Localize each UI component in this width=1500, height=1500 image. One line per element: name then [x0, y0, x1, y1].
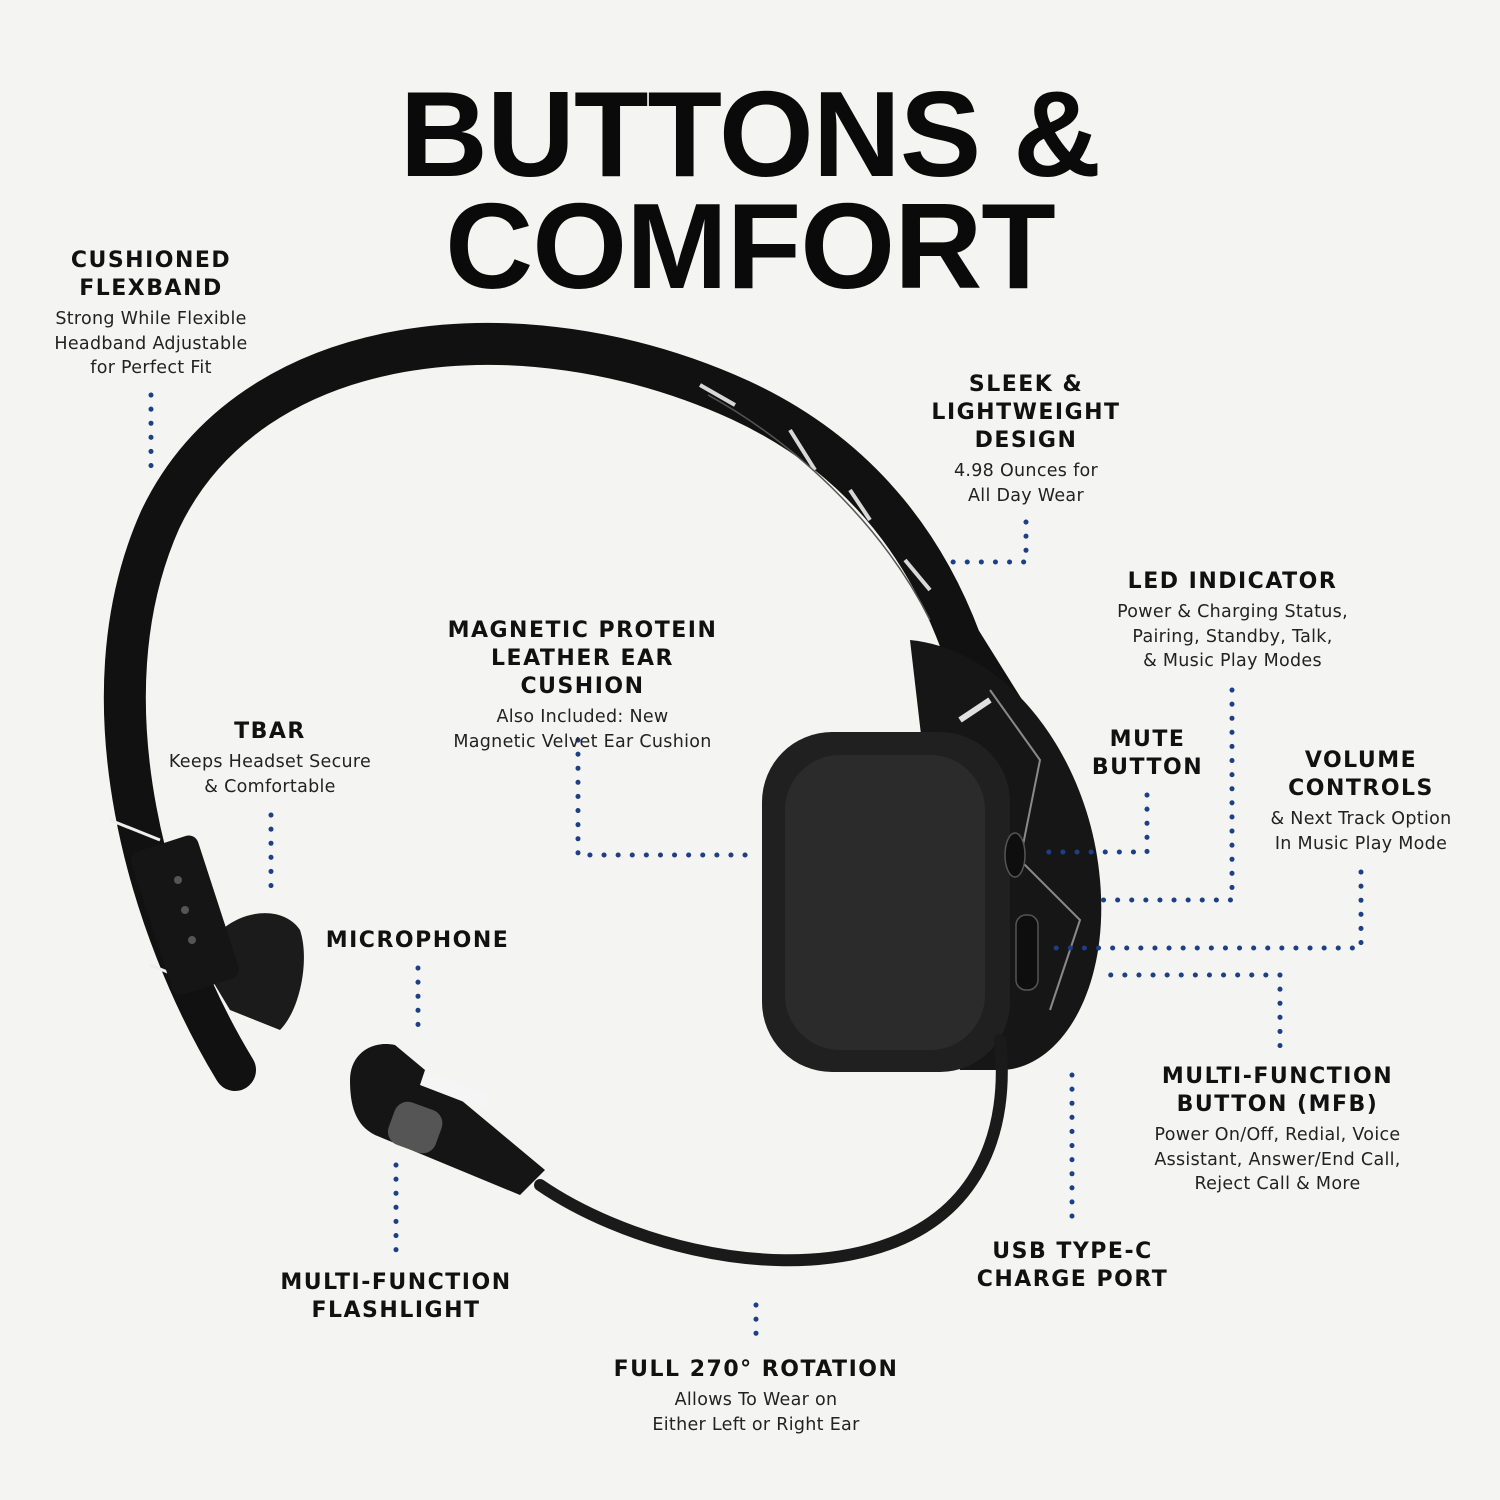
- feature-description: All Day Wear: [968, 485, 1084, 506]
- feature-description: Either Left or Right Ear: [652, 1414, 860, 1435]
- feature-flexband: CUSHIONED FLEXBAND Strong While Flexible…: [10, 247, 292, 381]
- feature-heading: BUTTON: [1091, 755, 1204, 780]
- feature-heading: FULL 270° ROTATION: [613, 1357, 899, 1382]
- title-line-2: COMFORT: [445, 178, 1056, 314]
- feature-heading: VOLUME: [1304, 748, 1418, 773]
- feature-description: Also Included: New: [496, 707, 669, 727]
- feature-heading: MUTE: [1109, 727, 1186, 752]
- feature-description: & Music Play Modes: [1143, 651, 1322, 671]
- boom-microphone: [350, 1034, 1008, 1267]
- feature-led: LED INDICATOR Power & Charging Status, P…: [1090, 568, 1375, 674]
- leader-led: [1097, 687, 1235, 903]
- feature-heading: BUTTON (MFB): [1176, 1092, 1379, 1117]
- feature-heading: MAGNETIC PROTEIN: [447, 618, 718, 643]
- feature-description: Power On/Off, Redial, Voice: [1154, 1125, 1401, 1145]
- feature-heading: LEATHER EAR CUSHION: [491, 646, 674, 699]
- feature-volume: VOLUME CONTROLS & Next Track Option In M…: [1245, 747, 1477, 856]
- feature-heading: DESIGN: [974, 428, 1078, 453]
- feature-tbar: TBAR Keeps Headset Secure & Comfortable: [150, 718, 390, 799]
- feature-heading: TBAR: [234, 719, 306, 744]
- leader-cushion: [575, 737, 751, 858]
- feature-description: & Next Track Option: [1270, 809, 1452, 829]
- feature-heading: LED INDICATOR: [1127, 569, 1338, 594]
- feature-description: Strong While Flexible: [55, 309, 247, 329]
- page-title: BUTTONS & COMFORT: [0, 66, 1500, 314]
- feature-heading: MULTI-FUNCTION: [280, 1270, 512, 1295]
- feature-description: Power & Charging Status,: [1117, 602, 1348, 622]
- feature-description: Reject Call & More: [1194, 1174, 1361, 1194]
- leader-mfb: [1107, 972, 1283, 1058]
- feature-usb: USB TYPE-C CHARGE PORT: [965, 1238, 1180, 1294]
- feature-description: Keeps Headset Secure: [168, 752, 372, 772]
- feature-heading: USB TYPE-C: [992, 1239, 1153, 1264]
- feature-sleek: SLEEK & LIGHTWEIGHT DESIGN 4.98 Ounces f…: [900, 371, 1152, 508]
- feature-mfb: MULTI-FUNCTION BUTTON (MFB) Power On/Off…: [1130, 1063, 1425, 1197]
- tbar-pad: [131, 835, 304, 1030]
- feature-heading: MULTI-FUNCTION: [1161, 1064, 1394, 1089]
- leader-mute: [1032, 792, 1150, 855]
- feature-description: & Comfortable: [204, 776, 336, 797]
- feature-description: for Perfect Fit: [90, 358, 212, 378]
- leader-lines: [148, 392, 1364, 1348]
- feature-description: Assistant, Answer/End Call,: [1154, 1149, 1401, 1170]
- feature-heading: FLEXBAND: [79, 276, 223, 301]
- feature-mute: MUTE BUTTON: [1075, 726, 1220, 782]
- feature-heading: CHARGE PORT: [976, 1267, 1169, 1292]
- title-line-1: BUTTONS &: [399, 66, 1101, 202]
- feature-description: In Music Play Mode: [1274, 833, 1448, 854]
- feature-description: Allows To Wear on: [674, 1390, 838, 1410]
- leader-sleek: [947, 519, 1029, 565]
- feature-description: Pairing, Standby, Talk,: [1132, 626, 1333, 647]
- feature-heading: MICROPHONE: [325, 928, 510, 953]
- feature-heading: CONTROLS: [1288, 776, 1434, 801]
- feature-description: 4.98 Ounces for: [953, 461, 1099, 481]
- feature-cushion: MAGNETIC PROTEIN LEATHER EAR CUSHION Als…: [425, 617, 740, 754]
- ear-housing: [762, 640, 1102, 1072]
- feature-heading: LIGHTWEIGHT: [931, 400, 1121, 425]
- feature-heading: CUSHIONED: [70, 248, 232, 273]
- feature-rotation: FULL 270° ROTATION Allows To Wear on Eit…: [605, 1356, 907, 1437]
- feature-heading: FLASHLIGHT: [311, 1298, 481, 1323]
- feature-microphone: MICROPHONE: [310, 927, 525, 955]
- feature-heading: SLEEK &: [968, 372, 1084, 397]
- feature-description: Headband Adjustable: [54, 333, 248, 354]
- feature-flashlight: MULTI-FUNCTION FLASHLIGHT: [270, 1269, 522, 1325]
- feature-description: Magnetic Velvet Ear Cushion: [453, 731, 712, 752]
